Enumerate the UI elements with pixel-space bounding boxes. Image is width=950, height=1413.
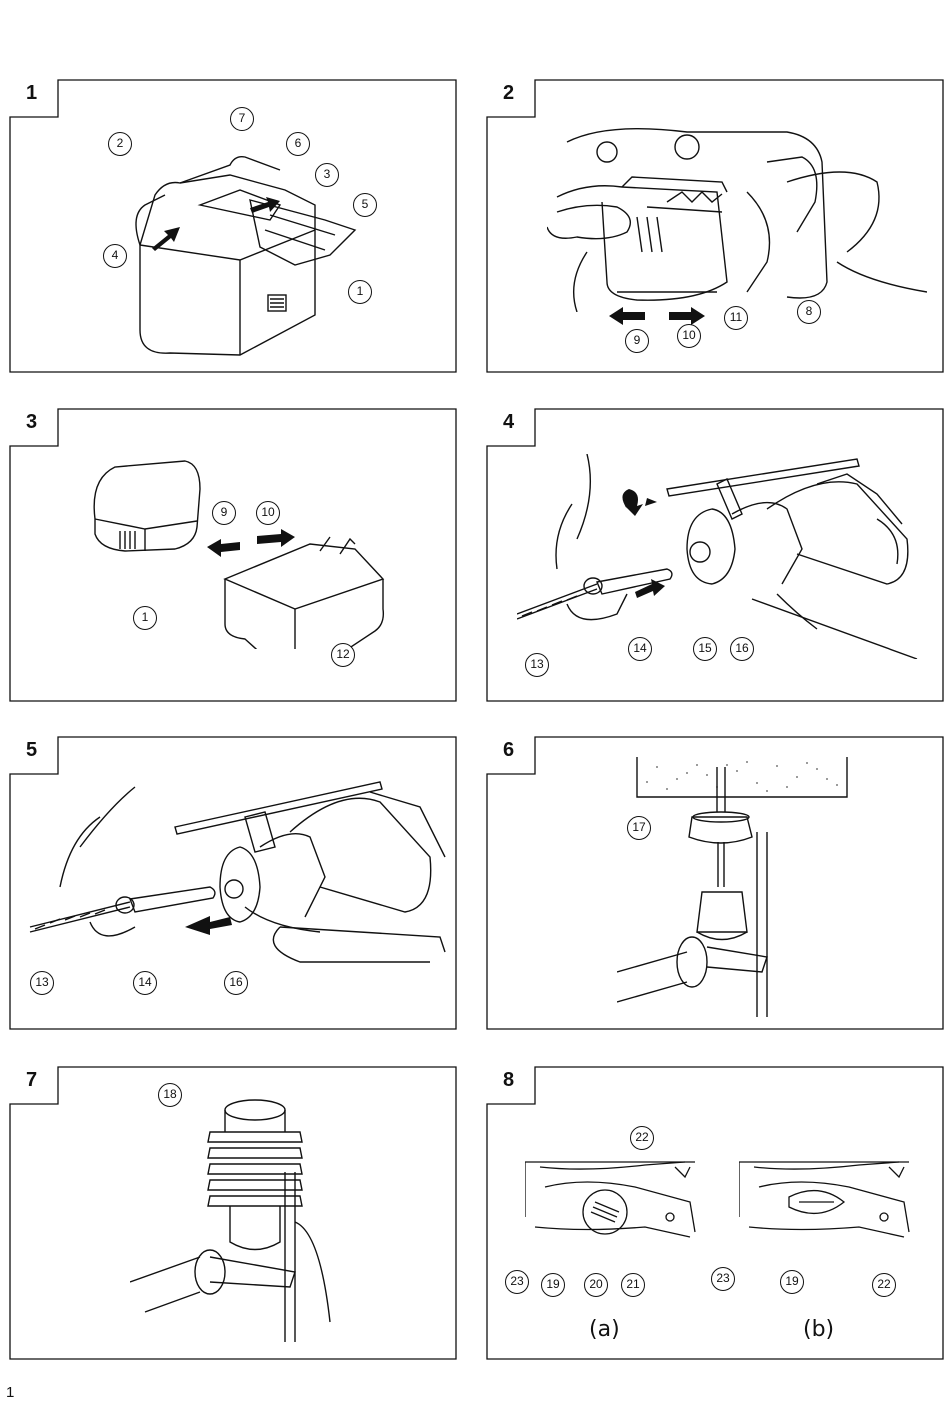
panel-frame	[486, 408, 944, 702]
figure-panel-3: 3 1 9 10 12	[9, 408, 480, 702]
bit-insertion-illustration	[517, 454, 918, 659]
panel-number: 6	[503, 739, 515, 761]
callout-10: 10	[677, 324, 701, 348]
callout-18: 18	[158, 1083, 182, 1107]
panel-frame	[9, 1066, 457, 1360]
panel-frame	[486, 79, 944, 373]
panel-number: 4	[503, 411, 515, 433]
callout-12: 12	[331, 643, 355, 667]
panel-number: 8	[503, 1069, 515, 1091]
callout-23: 23	[505, 1270, 529, 1294]
figure-panel-5: 5 13 14 16	[9, 736, 480, 1030]
panel-frame	[9, 408, 457, 702]
callout-8: 8	[797, 300, 821, 324]
sublabel-b: (b)	[803, 1317, 835, 1342]
panel-frame	[486, 1066, 944, 1360]
figure-panel-7: 7 18	[9, 1066, 480, 1360]
figure-panel-6: 6 17	[486, 736, 950, 1030]
callout-17: 17	[627, 816, 651, 840]
callout-6: 6	[286, 132, 310, 156]
dust-collector-illustration	[130, 1099, 331, 1342]
battery-and-charger-illustration	[93, 460, 385, 649]
figure-panel-2: 2 8 9 10 11	[486, 79, 950, 373]
callout-23: 23	[711, 1267, 735, 1291]
callout-3: 3	[315, 163, 339, 187]
sublabel-a: (a)	[589, 1317, 620, 1342]
mode-switch-illustration-a	[525, 1161, 696, 1238]
callout-13: 13	[30, 971, 54, 995]
panel-number: 1	[26, 82, 38, 104]
callout-2: 2	[108, 132, 132, 156]
callout-7: 7	[230, 107, 254, 131]
dust-cup-ceiling-illustration	[617, 757, 848, 1017]
callout-16: 16	[730, 637, 754, 661]
callout-20: 20	[584, 1273, 608, 1297]
callout-1: 1	[348, 280, 372, 304]
panel-frame	[9, 736, 457, 1030]
callout-16: 16	[224, 971, 248, 995]
callout-1: 1	[133, 606, 157, 630]
callout-19: 19	[780, 1270, 804, 1294]
callout-9: 9	[625, 329, 649, 353]
panel-number: 3	[26, 411, 38, 433]
callout-14: 14	[133, 971, 157, 995]
callout-22: 22	[630, 1126, 654, 1150]
figure-panel-1: 1 1 2 3 4 5 6 7	[9, 79, 480, 373]
battery-insertion-illustration	[547, 127, 927, 312]
panel-number: 2	[503, 82, 515, 104]
callout-5: 5	[353, 193, 377, 217]
battery-pack-illustration	[135, 155, 357, 356]
page-number: 1	[6, 1384, 15, 1401]
slide-direction-arrows	[609, 307, 705, 325]
panel-frame	[9, 79, 457, 373]
panel-number: 5	[26, 739, 38, 761]
panel-frame	[486, 736, 944, 1030]
callout-11: 11	[724, 306, 748, 330]
callout-19: 19	[541, 1273, 565, 1297]
callout-10: 10	[256, 501, 280, 525]
bit-removal-illustration	[29, 781, 446, 963]
figure-panel-4: 4 13 14 15 16	[486, 408, 950, 702]
callout-21: 21	[621, 1273, 645, 1297]
callout-4: 4	[103, 244, 127, 268]
callout-9: 9	[212, 501, 236, 525]
callout-15: 15	[693, 637, 717, 661]
panel-number: 7	[26, 1069, 38, 1091]
callout-14: 14	[628, 637, 652, 661]
mode-switch-illustration-b	[739, 1161, 910, 1238]
figure-panel-8: 8 22 23 19 20 21 23 19 22 (a) (b)	[486, 1066, 950, 1360]
callout-22: 22	[872, 1273, 896, 1297]
callout-13: 13	[525, 653, 549, 677]
